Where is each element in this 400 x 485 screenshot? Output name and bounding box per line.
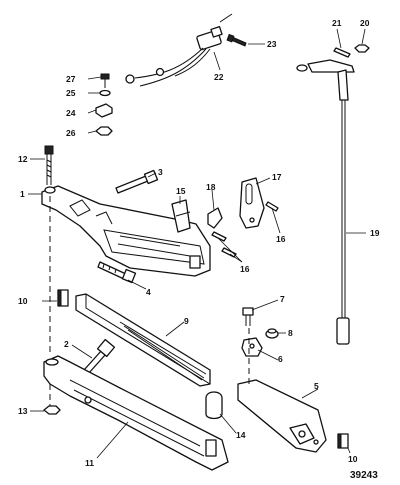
callout-5: 5 (314, 381, 319, 391)
callout-3: 3 (158, 167, 163, 177)
part-13-nut (43, 405, 61, 415)
callout-14: 14 (236, 430, 246, 440)
part-4-screw (97, 261, 137, 284)
callout-19: 19 (370, 228, 380, 238)
alignment-lines (49, 196, 250, 406)
part-8-nut (265, 328, 279, 339)
callout-17: 17 (272, 172, 282, 182)
part-12-bolt (44, 145, 54, 185)
callout-6: 6 (278, 354, 283, 364)
part-22-switch-harness (125, 13, 233, 87)
part-17-slotted-plate (239, 177, 265, 229)
part-7-screw (242, 307, 254, 326)
callout-2: 2 (64, 339, 69, 349)
part-15-plate (171, 199, 191, 233)
figure-code: 39243 (350, 470, 378, 481)
callout-8: 8 (288, 328, 293, 338)
callout-labels: 1 2 3 4 5 6 7 8 9 10 10 11 12 13 14 15 1… (18, 18, 380, 468)
part-1-upper-frame (41, 185, 211, 277)
part-19-shift-rod (296, 59, 355, 345)
callout-13: 13 (18, 406, 28, 416)
callout-16-lower: 16 (240, 264, 250, 274)
part-24-clamp (95, 103, 113, 118)
part-14-bumper (205, 391, 223, 420)
callout-24: 24 (66, 108, 76, 118)
part-2-screw (83, 338, 116, 375)
callout-1: 1 (20, 189, 25, 199)
part-23-screw (226, 33, 247, 47)
callout-20: 20 (360, 18, 370, 28)
callout-12: 12 (18, 154, 28, 164)
callout-10-left: 10 (18, 296, 28, 306)
part-6-clip (241, 337, 263, 357)
part-18-clip (207, 207, 223, 229)
callout-21: 21 (332, 18, 342, 28)
part-27-screw (100, 73, 110, 88)
callout-7: 7 (280, 294, 285, 304)
callout-15: 15 (176, 186, 186, 196)
part-21-pin (333, 47, 351, 58)
callout-4: 4 (146, 287, 151, 297)
part-25-washer (99, 89, 111, 97)
callout-26: 26 (66, 128, 76, 138)
part-20-nut (354, 44, 370, 53)
part-10-pad-right (337, 433, 349, 449)
part-16-pins (211, 201, 279, 258)
callout-16-right: 16 (276, 234, 286, 244)
callout-9: 9 (184, 316, 189, 326)
callout-10-right: 10 (348, 454, 358, 464)
callout-22: 22 (214, 72, 224, 82)
part-5-bracket (237, 379, 327, 453)
part-9-rail (75, 293, 211, 387)
callout-25: 25 (66, 88, 76, 98)
callout-18: 18 (206, 182, 216, 192)
callout-23: 23 (267, 39, 277, 49)
part-10-pad-left (57, 289, 69, 307)
leader-lines (28, 28, 366, 459)
part-26-nut (95, 126, 113, 136)
callout-27: 27 (66, 74, 76, 84)
callout-11: 11 (85, 458, 94, 468)
part-3-screw (115, 169, 159, 194)
